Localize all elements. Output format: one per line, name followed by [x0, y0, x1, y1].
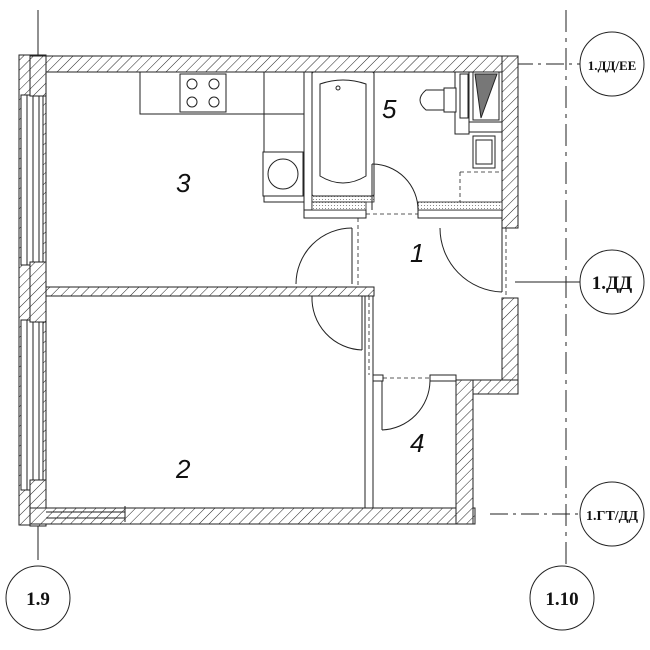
window-band [18, 54, 47, 526]
axis-marker-gt-dd: 1.ГТ/ДД [579, 481, 645, 547]
axis-marker-1-10: 1.10 [529, 565, 595, 631]
kitchen-counter [139, 71, 305, 203]
walls [29, 55, 519, 527]
shaft [459, 71, 500, 121]
sink [472, 135, 496, 169]
room-3-number: 3 [176, 168, 191, 198]
axis-marker-1-9: 1.9 [5, 565, 71, 631]
door-openings [357, 213, 507, 379]
axis-label-dd-ee: 1.ДД/ЕЕ [588, 58, 637, 73]
bathtub [311, 71, 375, 197]
room-1-number: 1 [410, 238, 424, 268]
room-2-number: 2 [175, 454, 191, 484]
balcony-rail [46, 506, 126, 522]
stove-burners [186, 78, 220, 108]
doors [295, 163, 503, 431]
room-5-number: 5 [382, 94, 397, 124]
axis-marker-dd: 1.ДД [579, 249, 645, 315]
toilet [419, 87, 457, 113]
axis-label-1-9: 1.9 [26, 589, 50, 610]
axis-label-dd: 1.ДД [592, 273, 632, 294]
axis-marker-dd-ee: 1.ДД/ЕЕ [579, 31, 645, 97]
axis-label-1-10: 1.10 [545, 589, 578, 610]
room-4-number: 4 [410, 428, 424, 458]
axis-label-gt-dd: 1.ГТ/ДД [586, 509, 638, 524]
washing-machine [262, 151, 304, 197]
bath-dashed [459, 171, 500, 202]
